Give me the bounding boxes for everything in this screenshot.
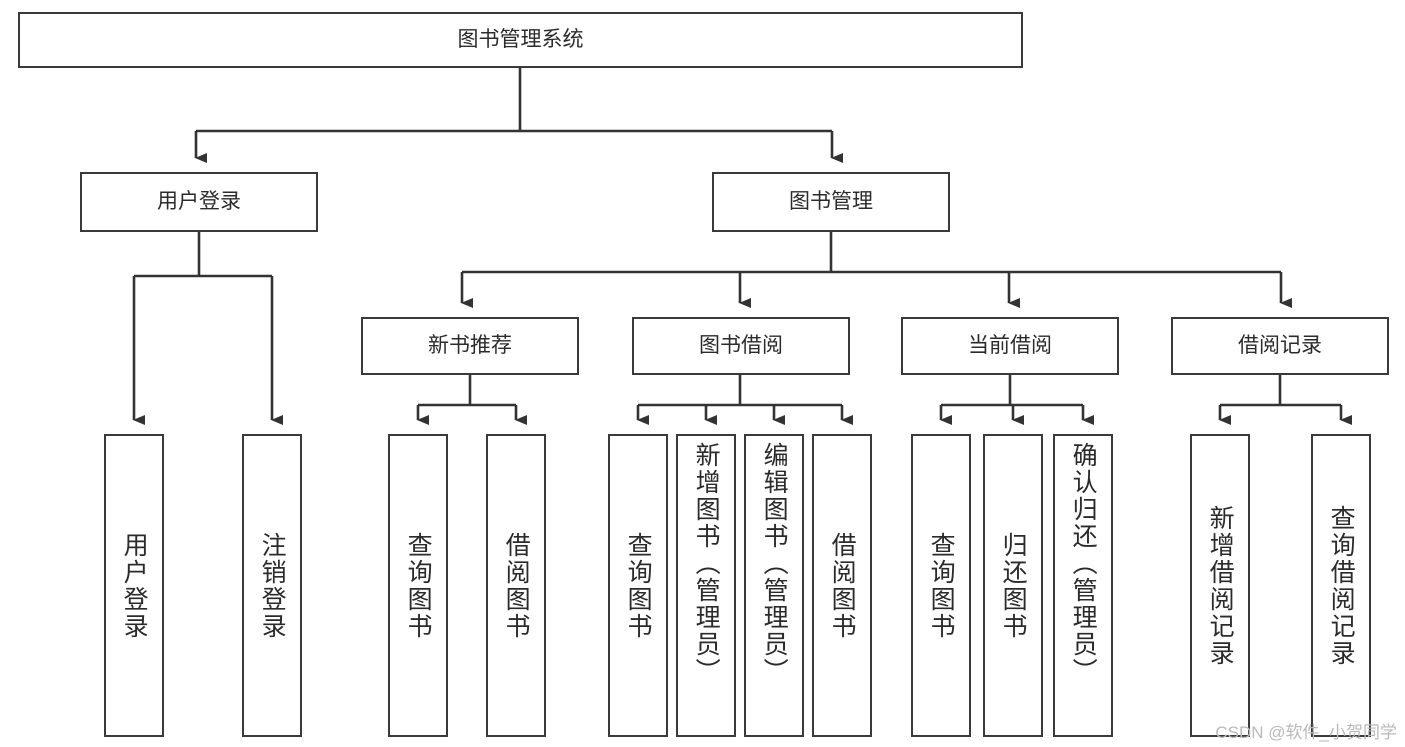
leaf-add-borrow-record-label: 新增借阅记录 [1206, 504, 1235, 667]
node-user-login-label: 用户登录 [157, 189, 241, 213]
leaf-borrow-book-label: 借阅图书 [828, 531, 857, 640]
leaf-user-login-label: 用户登录 [120, 531, 149, 640]
leaf-query-book-current[interactable]: 查询图书 [911, 434, 971, 737]
node-current-borrow-label: 当前借阅 [968, 333, 1052, 357]
leaf-add-book-admin[interactable]: 新增图书（管理员） [676, 434, 736, 737]
leaf-query-borrow-record-label: 查询借阅记录 [1327, 504, 1356, 667]
node-borrow-records-label: 借阅记录 [1238, 333, 1322, 357]
leaf-confirm-return-admin[interactable]: 确认归还（管理员） [1053, 434, 1113, 737]
node-book-borrow[interactable]: 图书借阅 [632, 317, 850, 375]
node-new-book-recommend-label: 新书推荐 [428, 333, 512, 357]
leaf-query-book-borrow-label: 查询图书 [624, 531, 653, 640]
leaf-add-borrow-record[interactable]: 新增借阅记录 [1190, 434, 1250, 737]
leaf-return-book[interactable]: 归还图书 [983, 434, 1043, 737]
leaf-query-book-current-label: 查询图书 [927, 531, 956, 640]
node-book-borrow-label: 图书借阅 [699, 333, 783, 357]
leaf-query-book-recommend[interactable]: 查询图书 [388, 434, 448, 737]
node-new-book-recommend[interactable]: 新书推荐 [361, 317, 579, 375]
node-borrow-records[interactable]: 借阅记录 [1171, 317, 1389, 375]
leaf-borrow-book-recommend-label: 借阅图书 [502, 531, 531, 640]
node-root-label: 图书管理系统 [457, 27, 584, 51]
leaf-return-book-label: 归还图书 [999, 531, 1028, 640]
node-book-management-label: 图书管理 [789, 189, 873, 213]
leaf-query-book-recommend-label: 查询图书 [404, 531, 433, 640]
leaf-confirm-return-admin-label: 确认归还（管理员） [1069, 442, 1098, 685]
node-root[interactable]: 图书管理系统 [18, 12, 1023, 68]
leaf-edit-book-admin[interactable]: 编辑图书（管理员） [744, 434, 804, 737]
leaf-logout[interactable]: 注销登录 [242, 434, 302, 737]
node-book-management[interactable]: 图书管理 [712, 172, 950, 232]
leaf-edit-book-admin-label: 编辑图书（管理员） [760, 442, 789, 685]
leaf-user-login[interactable]: 用户登录 [104, 434, 164, 737]
leaf-add-book-admin-label: 新增图书（管理员） [692, 442, 721, 685]
node-current-borrow[interactable]: 当前借阅 [901, 317, 1119, 375]
watermark: CSDN @软件_小贺同学 [1215, 723, 1397, 742]
node-user-login[interactable]: 用户登录 [80, 172, 318, 232]
leaf-query-book-borrow[interactable]: 查询图书 [608, 434, 668, 737]
leaf-logout-label: 注销登录 [258, 531, 287, 640]
leaf-borrow-book[interactable]: 借阅图书 [812, 434, 872, 737]
leaf-query-borrow-record[interactable]: 查询借阅记录 [1311, 434, 1371, 737]
leaf-borrow-book-recommend[interactable]: 借阅图书 [486, 434, 546, 737]
